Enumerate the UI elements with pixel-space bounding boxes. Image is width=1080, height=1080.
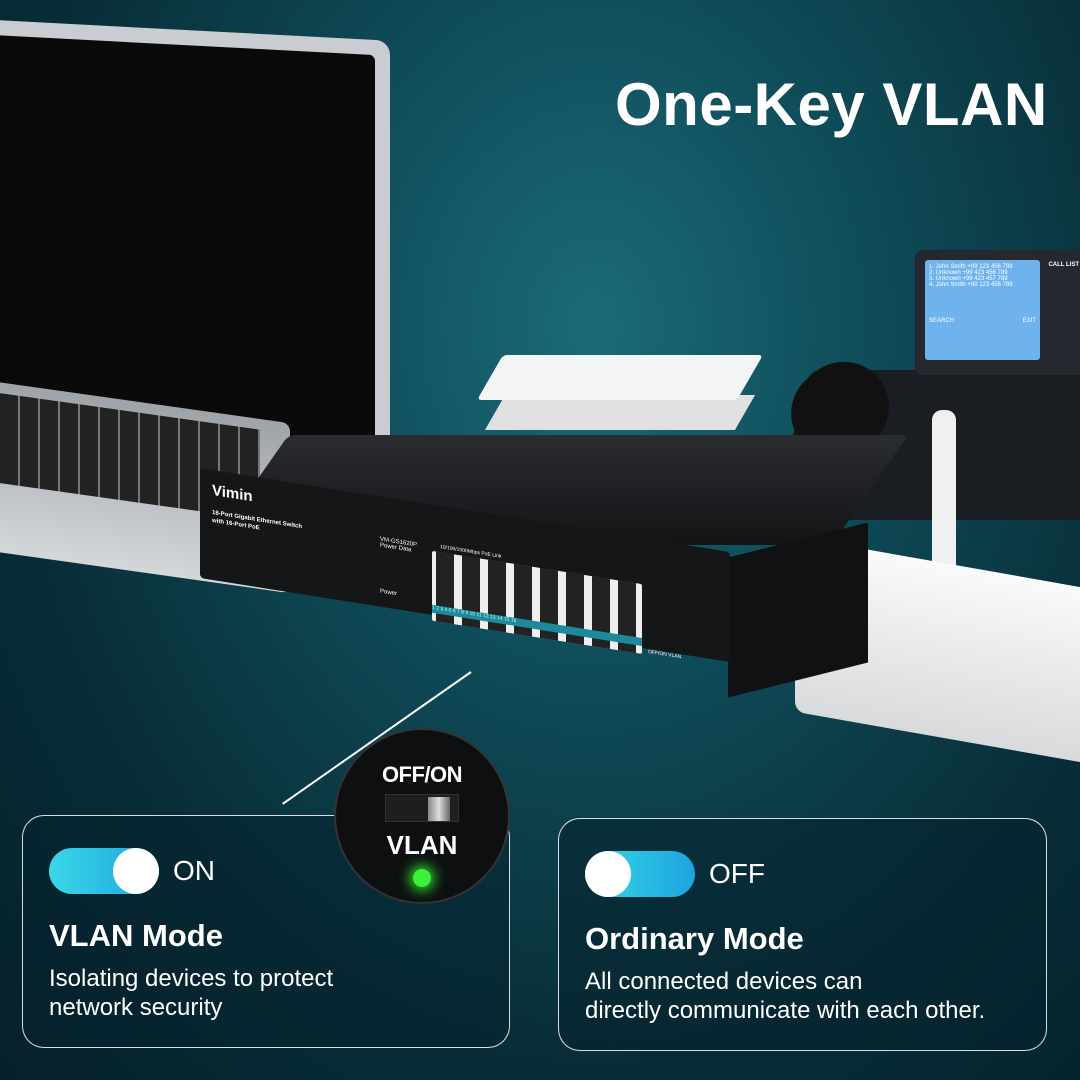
phone-call-list: CALL LIST bbox=[1048, 262, 1079, 268]
phone-entry: 1. John Smith +99 123 456 789 bbox=[929, 264, 1013, 270]
toggle-on bbox=[49, 848, 159, 894]
mode-desc: network security bbox=[49, 994, 223, 1021]
callout-vlan: VLAN bbox=[386, 830, 458, 860]
switch-model: VM-GS1620P Power Data Power bbox=[380, 537, 417, 601]
toggle-state: ON bbox=[173, 855, 215, 886]
phone-entry: 4. John Smith +99 123 456 789 bbox=[929, 282, 1013, 288]
phone-search: SEARCH bbox=[929, 318, 955, 324]
laptop-screen bbox=[0, 34, 375, 451]
access-point-base bbox=[484, 395, 756, 430]
power-label: Power bbox=[380, 588, 398, 598]
router-antenna bbox=[932, 410, 956, 575]
mode-title: Ordinary Mode bbox=[585, 921, 804, 956]
phone-entry: 3. Unknown +99 423 457 789 bbox=[929, 276, 1008, 282]
vlan-switch-label: OFF/ON VLAN bbox=[648, 648, 682, 661]
callout-offon: OFF/ON bbox=[381, 762, 463, 787]
mode-desc: Isolating devices to protect bbox=[49, 965, 334, 992]
headline: One-Key VLAN bbox=[615, 71, 1048, 138]
access-point bbox=[477, 355, 763, 400]
vlan-callout: OFF/ON VLAN bbox=[334, 728, 510, 904]
toggle-off bbox=[585, 851, 695, 897]
phone-display: 1. John Smith +99 123 456 789 2. Unknown… bbox=[915, 250, 1080, 375]
mode-desc: All connected devices can bbox=[585, 968, 863, 995]
phone-entry: 2. Unknown +99 423 456 789 bbox=[929, 270, 1008, 276]
vlan-led bbox=[413, 869, 431, 887]
vlan-slide-switch bbox=[385, 794, 459, 822]
mode-desc: directly communicate with each other. bbox=[585, 997, 986, 1024]
phone-exit: EXIT bbox=[1022, 318, 1036, 324]
ordinary-mode-card: OFF Ordinary Mode All connected devices … bbox=[558, 818, 1047, 1051]
toggle-state: OFF bbox=[709, 858, 765, 889]
mode-title: VLAN Mode bbox=[49, 918, 223, 953]
